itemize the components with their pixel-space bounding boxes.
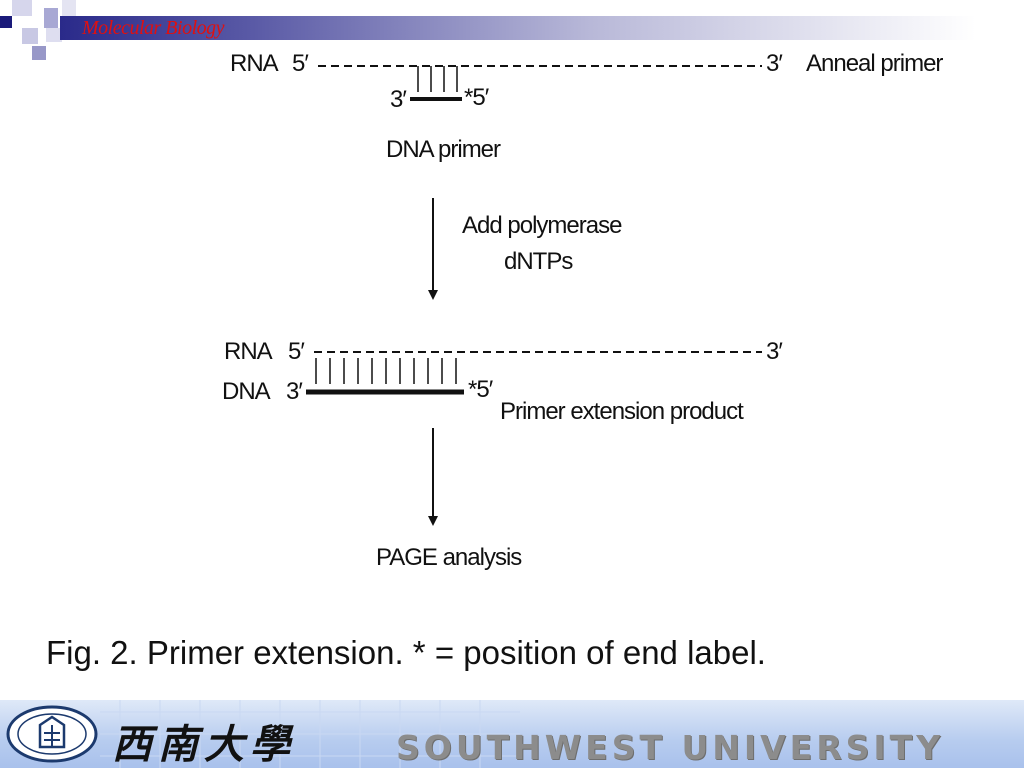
primer-5prime: *5′ bbox=[464, 84, 489, 111]
extended-base-pairs bbox=[315, 358, 457, 384]
footer-banner bbox=[0, 700, 1024, 768]
university-seal-logo bbox=[6, 705, 98, 763]
step1-rna-3prime: 3′ bbox=[766, 50, 783, 77]
arrow-1-head bbox=[428, 290, 438, 300]
step1-rna-label: RNA bbox=[230, 50, 279, 77]
primer-3prime: 3′ bbox=[390, 86, 407, 113]
step1-rna-5prime: 5′ bbox=[292, 50, 309, 77]
header-square-dark bbox=[0, 16, 12, 28]
university-chinese-name: 西南大學 bbox=[112, 721, 296, 768]
header-title: Molecular Biology bbox=[82, 17, 225, 39]
add-polymerase-label: Add polymerase bbox=[462, 212, 622, 239]
primer-base-pairs bbox=[417, 66, 458, 92]
dna-primer-label: DNA primer bbox=[386, 136, 501, 163]
header-square-light bbox=[12, 0, 32, 16]
header-square-dark bbox=[62, 0, 76, 16]
step2-dna-3prime: 3′ bbox=[286, 378, 303, 405]
step2-dna-5prime: *5′ bbox=[468, 376, 493, 403]
step2-dna-label: DNA bbox=[222, 378, 271, 405]
primer-extension-diagram bbox=[306, 65, 762, 526]
university-english-name: SOUTHWEST UNIVERSITY bbox=[396, 728, 945, 767]
arrow-2-head bbox=[428, 516, 438, 526]
figure-caption: Fig. 2. Primer extension. * = position o… bbox=[46, 634, 766, 671]
dntps-label: dNTPs bbox=[504, 248, 573, 275]
header-square-light bbox=[46, 28, 62, 42]
header-square-mid bbox=[44, 8, 58, 28]
footer-grid-decoration bbox=[100, 700, 520, 768]
step2-rna-label: RNA bbox=[224, 338, 273, 365]
header-bar bbox=[60, 16, 1024, 40]
anneal-primer-label: Anneal primer bbox=[806, 50, 943, 77]
header-square-light bbox=[22, 28, 38, 44]
step2-rna-5prime: 5′ bbox=[288, 338, 305, 365]
primer-extension-product-label: Primer extension product bbox=[500, 398, 744, 425]
step2-rna-3prime: 3′ bbox=[766, 338, 783, 365]
page-analysis-label: PAGE analysis bbox=[376, 544, 522, 571]
header-square-mid bbox=[32, 46, 46, 60]
